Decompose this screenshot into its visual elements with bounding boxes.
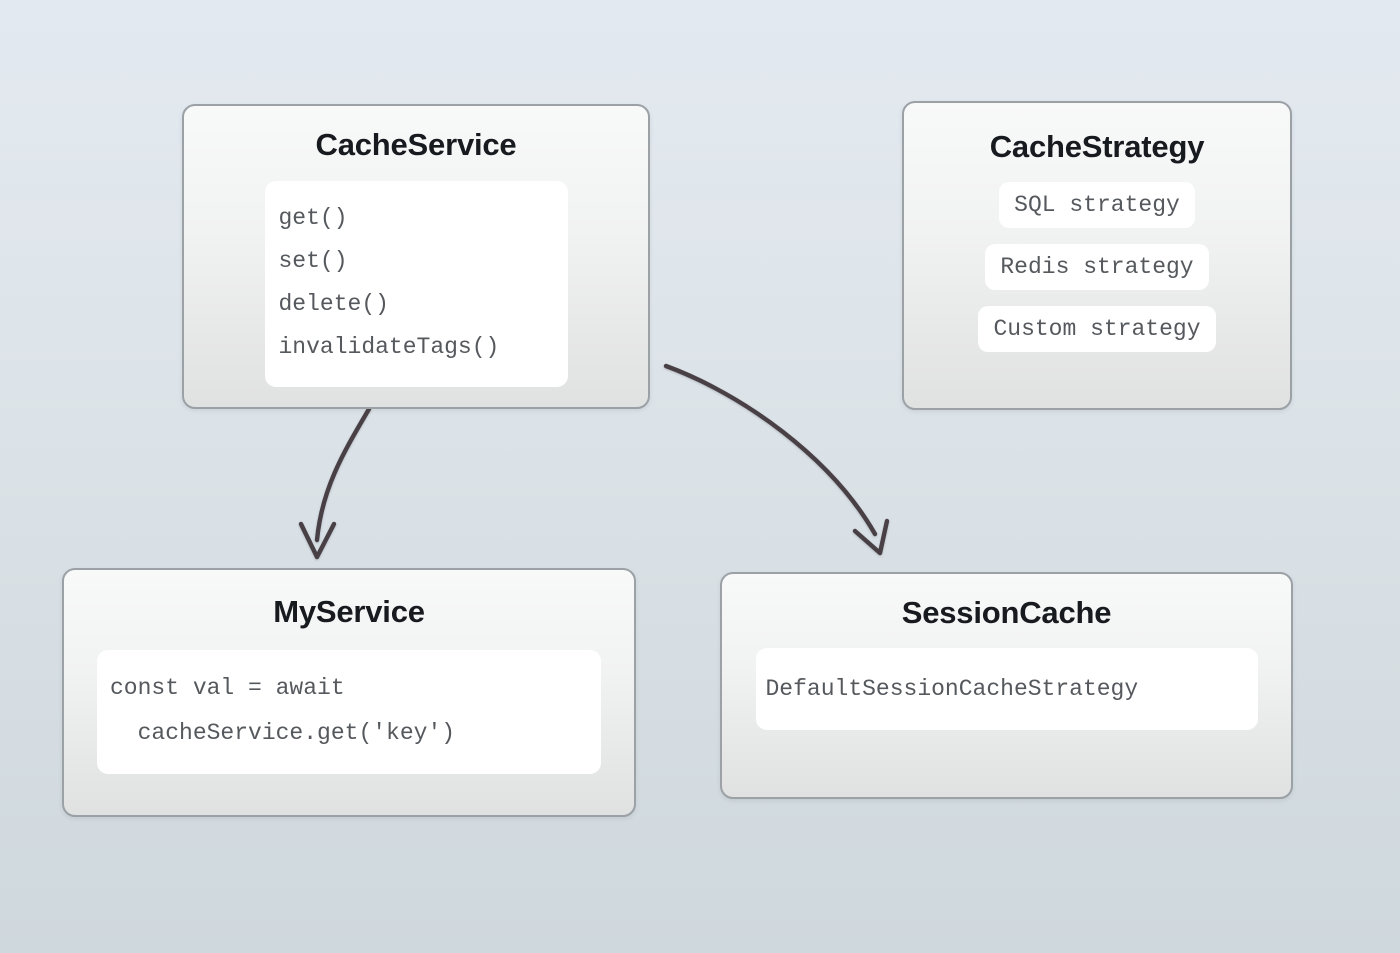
node-session-cache[interactable]: SessionCache DefaultSessionCacheStrategy — [720, 572, 1293, 799]
node-session-cache-title: SessionCache — [901, 595, 1112, 630]
code-line: delete() — [278, 291, 389, 317]
node-cache-service-title: CacheService — [315, 127, 517, 162]
connector-cache-service-to-session-cache — [663, 363, 890, 556]
strategy-pill-custom[interactable]: Custom strategy — [978, 306, 1216, 352]
code-line: cacheService.get('key') — [110, 720, 456, 746]
code-line: const val = await — [110, 675, 345, 701]
code-line: DefaultSessionCacheStrategy — [765, 676, 1139, 702]
connector-cache-service-to-my-service — [298, 406, 372, 560]
node-my-service-code-panel: const val = await cacheService.get('key'… — [97, 650, 601, 774]
code-line: get() — [278, 205, 348, 231]
code-line: set() — [278, 248, 348, 274]
strategy-pill-list: SQL strategy Redis strategy Custom strat… — [978, 182, 1216, 352]
strategy-pill-sql[interactable]: SQL strategy — [999, 182, 1195, 228]
node-cache-strategy[interactable]: CacheStrategy SQL strategy Redis strateg… — [902, 101, 1292, 410]
node-cache-service[interactable]: CacheService get() set() delete() invali… — [182, 104, 650, 409]
strategy-pill-redis[interactable]: Redis strategy — [985, 244, 1209, 290]
code-line: invalidateTags() — [278, 334, 500, 360]
node-cache-service-code-panel: get() set() delete() invalidateTags() — [264, 181, 568, 387]
node-my-service[interactable]: MyService const val = await cacheService… — [62, 568, 636, 817]
node-session-cache-code-panel: DefaultSessionCacheStrategy — [755, 648, 1258, 730]
node-cache-strategy-title: CacheStrategy — [989, 129, 1205, 164]
node-my-service-title: MyService — [273, 594, 425, 629]
